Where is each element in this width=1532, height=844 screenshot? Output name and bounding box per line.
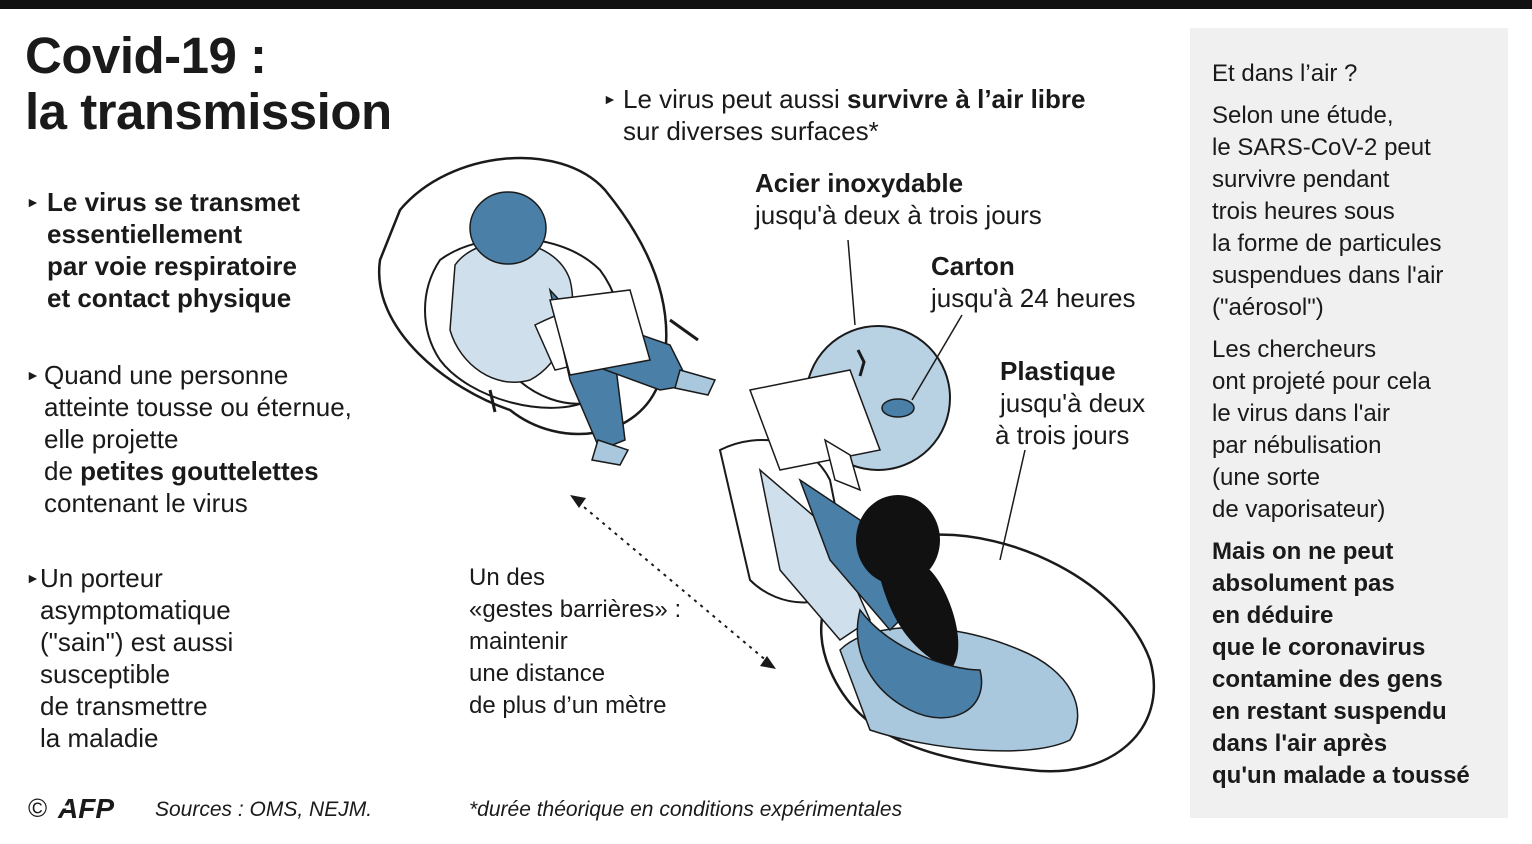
panel-line: en déduire <box>1212 602 1334 629</box>
arrowhead-icon <box>570 495 586 508</box>
title-line-2: la transmission <box>25 83 392 140</box>
page-title: Covid-19 : la transmission <box>25 28 392 140</box>
pointer-carton <box>911 314 963 401</box>
pointer-steel <box>847 239 856 326</box>
bullet-line: asymptomatique <box>40 595 231 625</box>
panel-line: le SARS-CoV-2 peut <box>1212 134 1431 161</box>
panel-line: ont projeté pour cela <box>1212 368 1431 395</box>
bullet-triangle-icon: ► <box>26 570 40 586</box>
panel-line: en restant suspendu <box>1212 698 1447 725</box>
bullet-triangle-icon: ► <box>26 194 40 210</box>
surface-duration: à trois jours <box>995 420 1130 450</box>
panel-line: par nébulisation <box>1212 432 1382 459</box>
bullet-line-droplets: de petites gouttelettes <box>44 455 352 487</box>
panel-line: absolument pas <box>1212 570 1395 597</box>
right-person <box>748 369 983 719</box>
panel-line: de vaporisateur) <box>1212 496 1386 523</box>
title-line-1: Covid-19 : <box>25 27 267 84</box>
bullet-line: de transmettre <box>40 691 208 721</box>
distance-caption: Un des «gestes barrières» : maintenir un… <box>469 562 681 722</box>
panel-line: la forme de particules <box>1212 230 1442 257</box>
afp-logo: AFP <box>54 793 114 824</box>
panel-line: dans l'air après <box>1212 730 1388 757</box>
bullet-line: Un porteur <box>40 563 163 593</box>
illustration <box>377 156 1156 773</box>
bullet-respiratory: ► Le virus se transmet essentiellement p… <box>26 186 300 314</box>
arrowhead-icon <box>760 656 776 669</box>
surface-name: Carton <box>931 251 1015 281</box>
bullet-line: ("sain") est aussi <box>40 627 234 657</box>
distance-line: Un des <box>469 564 546 591</box>
copyright-symbol: © <box>28 793 48 823</box>
surface-carton: Carton jusqu'à 24 heures <box>931 250 1135 314</box>
surface-plastic: Plastique jusqu'à deux à trois jours <box>995 355 1145 451</box>
bullet-line: susceptible <box>40 659 171 689</box>
surface-steel: Acier inoxydable jusqu'à deux à trois jo… <box>755 167 1042 231</box>
panel-line: le virus dans l'air <box>1212 400 1390 427</box>
panel-line: suspendues dans l'air <box>1212 262 1444 289</box>
distance-line: maintenir <box>469 628 568 655</box>
surfaces-intro-text: Le virus peut aussi <box>623 84 848 114</box>
surface-name: Acier inoxydable <box>755 168 964 198</box>
bullet-triangle-icon: ► <box>603 91 617 107</box>
bullet-text: de <box>44 456 81 486</box>
bullet-line: contenant le virus <box>44 488 248 518</box>
bullet-line: par voie respiratoire <box>47 251 297 281</box>
bullet-line: Quand une personne <box>44 360 289 390</box>
left-person <box>449 191 717 466</box>
bullet-bold-text: petites gouttelettes <box>80 456 319 486</box>
panel-line: qu'un malade a toussé <box>1212 762 1470 789</box>
panel-line: contamine des gens <box>1212 666 1443 693</box>
bullet-line: elle projette <box>44 424 179 454</box>
bullet-asymptomatic: ► Un porteur asymptomatique ("sain") est… <box>26 562 233 754</box>
sources-text: Sources : OMS, NEJM. <box>155 798 373 821</box>
panel-line: Les chercheurs <box>1212 336 1377 363</box>
panel-line: Selon une étude, <box>1212 102 1394 129</box>
panel-question: Et dans l’air ? <box>1212 60 1358 87</box>
surfaces-intro: ► Le virus peut aussi survivre à l’air l… <box>603 83 1085 147</box>
bullet-line: essentiellement <box>47 219 243 249</box>
distance-line: «gestes barrières» : <box>469 596 682 623</box>
panel-paragraph-method: Les chercheurs ont projeté pour cela le … <box>1212 334 1504 526</box>
panel-line: trois heures sous <box>1212 198 1395 225</box>
surface-duration: jusqu'à deux <box>1000 388 1146 418</box>
surfaces-intro-bold: survivre à l’air libre <box>847 84 1086 114</box>
bullet-triangle-icon: ► <box>26 367 40 383</box>
panel-paragraph-warning: Mais on ne peut absolument pas en déduir… <box>1212 536 1504 792</box>
panel-line: ("aérosol") <box>1212 294 1324 321</box>
panel-line: (une sorte <box>1212 464 1321 491</box>
bullet-line: atteinte tousse ou éternue, <box>44 392 352 422</box>
top-bar <box>0 0 1532 9</box>
surfaces-intro-line: sur diverses surfaces* <box>623 116 879 146</box>
panel-line: Mais on ne peut <box>1212 538 1394 565</box>
footnote-text: *durée théorique en conditions expérimen… <box>469 798 903 821</box>
surface-duration: jusqu'à 24 heures <box>931 283 1136 313</box>
panel-line: que le coronavirus <box>1212 634 1426 661</box>
panel-paragraph-study: Selon une étude, le SARS-CoV-2 peut surv… <box>1212 100 1504 324</box>
distance-line: de plus d’un mètre <box>469 692 667 719</box>
surfaces-intro-line: Le virus peut aussi survivre à l’air lib… <box>623 83 1085 115</box>
bullet-line: Le virus se transmet <box>47 187 300 217</box>
bullet-line: et contact physique <box>47 283 292 313</box>
surface-duration: jusqu'à deux à trois jours <box>755 200 1042 230</box>
bullet-line: la maladie <box>40 723 159 753</box>
panel-line: survivre pendant <box>1212 166 1390 193</box>
surface-name: Plastique <box>1000 356 1116 386</box>
air-panel: Et dans l’air ? Selon une étude, le SARS… <box>1190 28 1508 818</box>
distance-arrow <box>577 501 769 663</box>
bullet-droplets: ► Quand une personne atteinte tousse ou … <box>26 359 352 519</box>
distance-line: une distance <box>469 660 606 687</box>
pointer-plastic <box>999 449 1026 561</box>
